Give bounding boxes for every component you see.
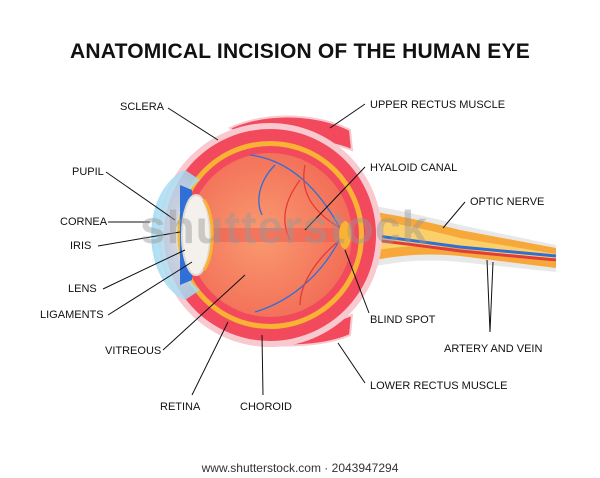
label-pupil: PUPIL — [72, 166, 104, 178]
label-sclera: SCLERA — [120, 101, 165, 113]
label-artery-and-vein: ARTERY AND VEIN — [444, 343, 543, 355]
label-iris: IRIS — [70, 240, 92, 252]
hyaloid-canal — [200, 228, 345, 242]
label-vitreous: VITREOUS — [105, 345, 162, 357]
label-lens: LENS — [68, 283, 97, 295]
label-lower-rectus-muscle: LOWER RECTUS MUSCLE — [370, 380, 508, 392]
optic-nerve — [330, 200, 557, 275]
label-retina: RETINA — [160, 401, 201, 413]
label-cornea: CORNEA — [60, 216, 108, 228]
label-hyaloid-canal: HYALOID CANAL — [370, 162, 458, 174]
label-upper-rectus-muscle: UPPER RECTUS MUSCLE — [370, 99, 506, 111]
label-optic-nerve: OPTIC NERVE — [470, 196, 545, 208]
label-choroid: CHOROID — [240, 401, 292, 413]
label-blind-spot: BLIND SPOT — [370, 314, 436, 326]
footer-credit: www.shutterstock.com · 2043947294 — [201, 461, 399, 475]
lens-shape — [181, 194, 211, 276]
label-ligaments: LIGAMENTS — [40, 309, 104, 321]
watermark: shutterstock — [140, 201, 429, 253]
leader-lines — [97, 103, 494, 396]
cornea-shape — [151, 170, 200, 300]
blind-spot — [339, 221, 351, 249]
page-title: ANATOMICAL INCISION OF THE HUMAN EYE — [70, 40, 530, 63]
